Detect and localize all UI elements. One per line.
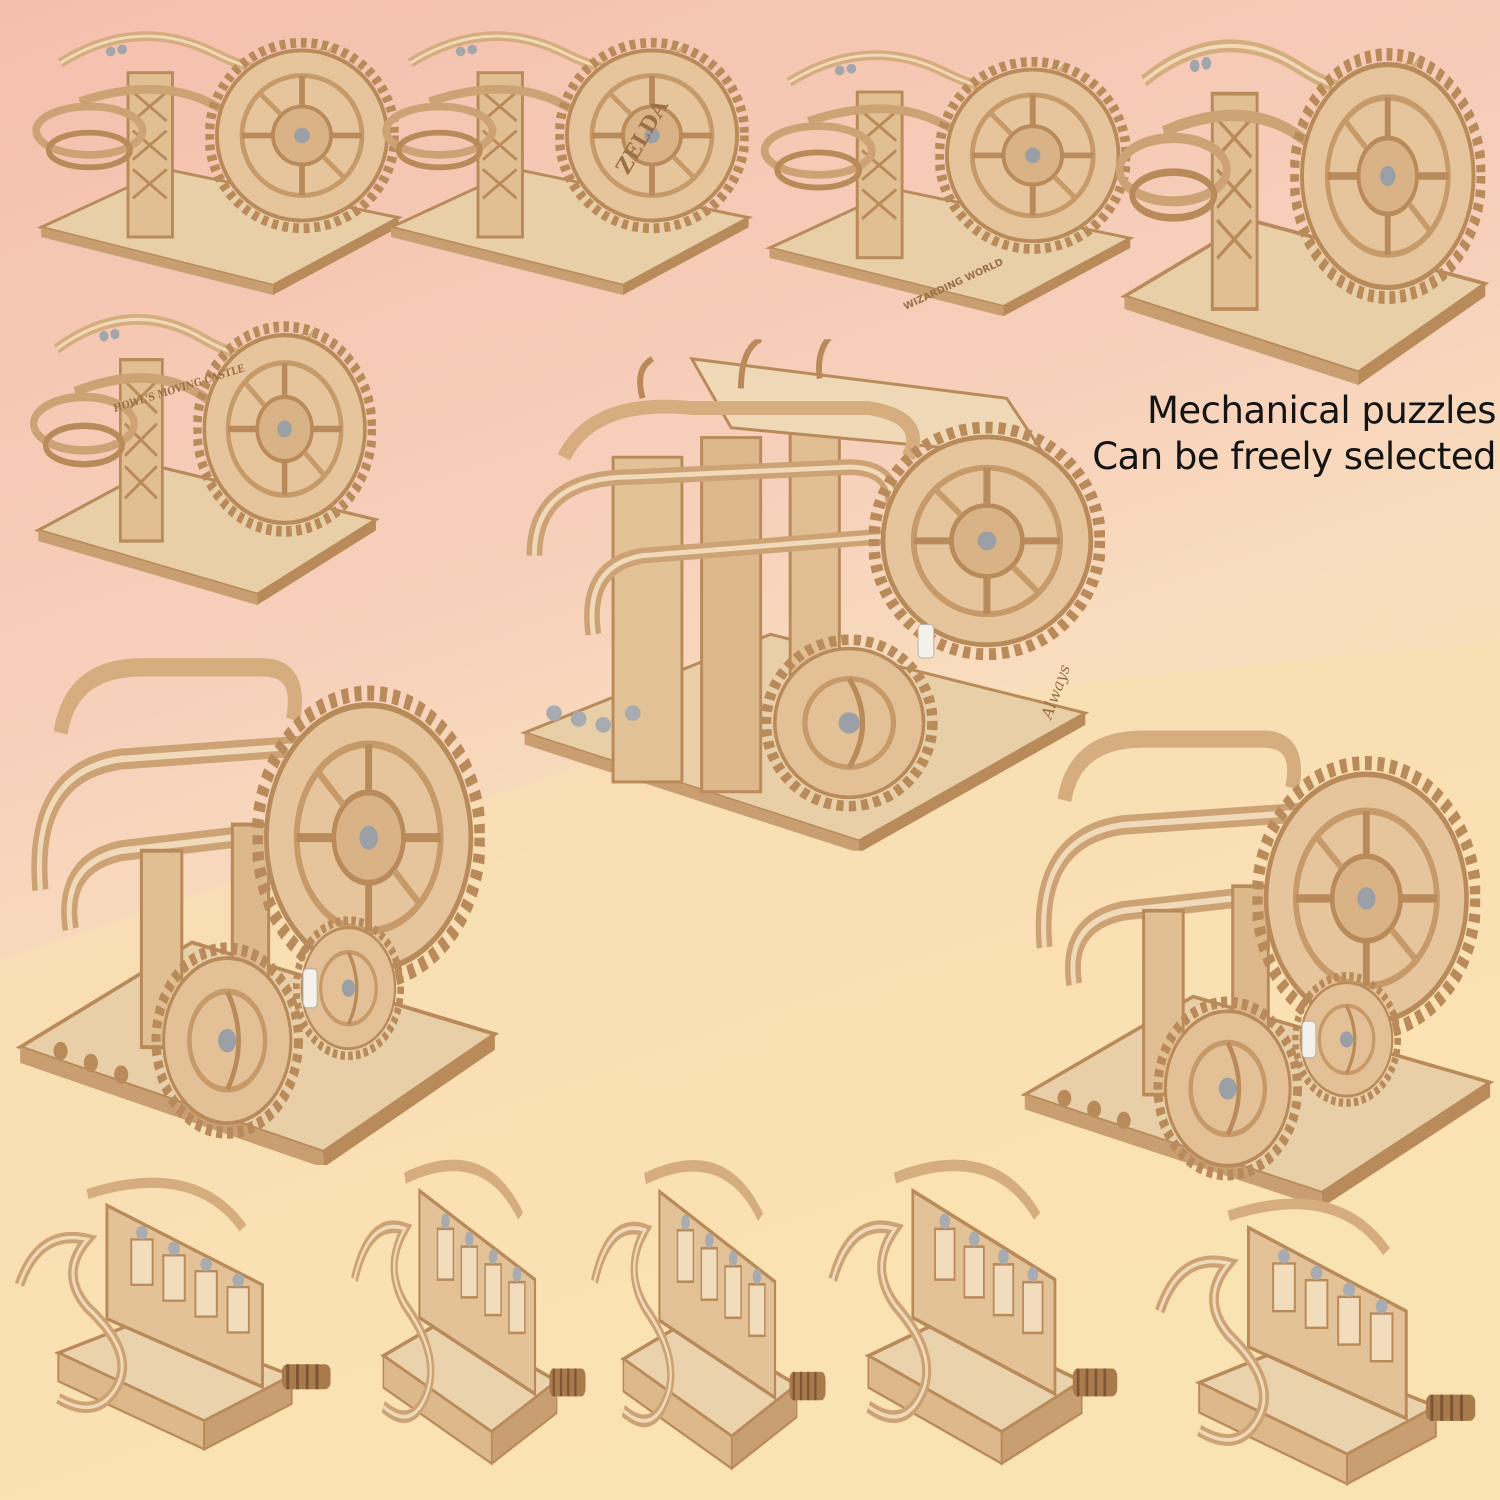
- puzzle-model-bottom-5: [1140, 1180, 1495, 1490]
- puzzle-model-1: [20, 5, 410, 295]
- headline-line-1: Mechanical puzzles: [1146, 389, 1497, 432]
- puzzle-model-center: Always: [495, 330, 1105, 860]
- headline: Mechanical puzzles Can be freely selecte…: [936, 388, 1496, 480]
- puzzle-model-5: HOWL'S MOVING CASTLE: [20, 285, 385, 605]
- puzzle-model-right-large: [1005, 690, 1500, 1205]
- puzzle-model-bottom-4: [815, 1140, 1135, 1470]
- puzzle-model-3: WIZARDING WORLD: [750, 20, 1140, 320]
- puzzle-model-left-large: [0, 615, 505, 1165]
- puzzle-model-bottom-1: [0, 1160, 350, 1455]
- puzzle-model-bottom-2: [340, 1140, 600, 1470]
- puzzle-model-bottom-3: [580, 1140, 840, 1475]
- puzzle-model-2: ZELDA: [370, 5, 760, 295]
- puzzle-model-4: [1105, 5, 1495, 385]
- headline-line-2: Can be freely selected: [1092, 435, 1496, 478]
